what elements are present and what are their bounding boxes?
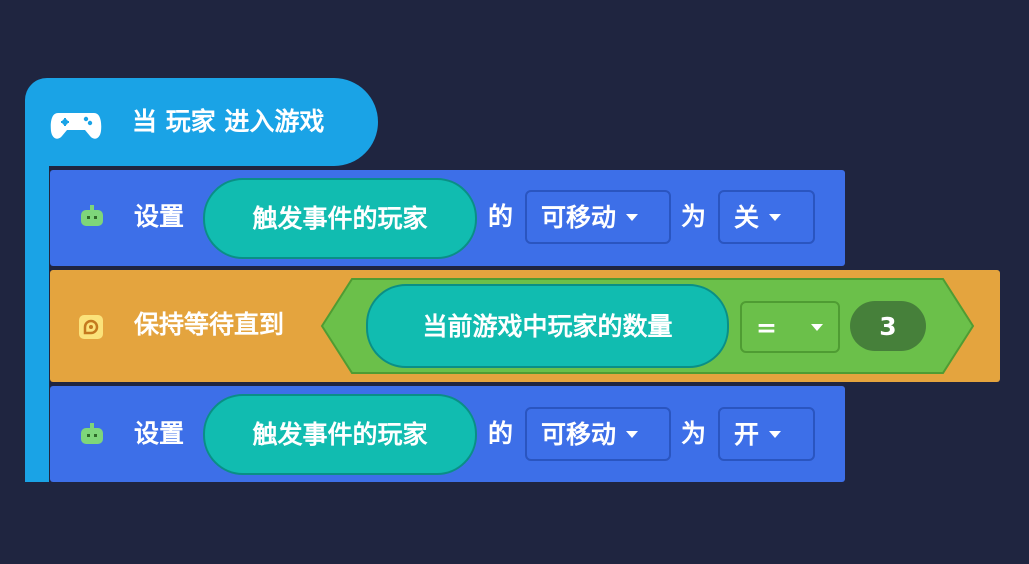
property-value: 可移动	[541, 202, 617, 232]
reporter-label: 触发事件的玩家	[252, 420, 428, 449]
number-input[interactable]: 3	[850, 301, 926, 351]
reporter-label: 当前游戏中玩家的数量	[422, 311, 673, 341]
robot-icon	[81, 205, 103, 226]
to-label: 为	[681, 202, 707, 231]
reporter-trigger-player[interactable]: 触发事件的玩家	[203, 394, 477, 475]
chevron-down-icon	[810, 323, 823, 331]
property-dropdown[interactable]: 可移动	[525, 190, 671, 244]
of-label: 的	[488, 202, 514, 231]
property-dropdown[interactable]: 可移动	[525, 407, 671, 461]
robot-icon	[81, 423, 103, 444]
number-value: 3	[879, 311, 897, 341]
gamepad-icon	[50, 113, 102, 139]
chevron-down-icon	[626, 430, 639, 438]
event-block-spine	[25, 150, 49, 482]
reporter-label: 触发事件的玩家	[252, 204, 428, 233]
to-label: 为	[681, 419, 707, 448]
set-label: 设置	[134, 202, 185, 231]
reporter-player-count[interactable]: 当前游戏中玩家的数量	[366, 284, 729, 368]
value-text: 开	[734, 419, 760, 449]
operator-dropdown[interactable]: =	[740, 301, 840, 353]
value-text: 关	[734, 202, 760, 232]
chevron-down-icon	[626, 213, 639, 221]
operator-value: =	[756, 312, 777, 342]
set-label: 设置	[134, 419, 185, 448]
wait-icon	[79, 315, 103, 339]
value-dropdown[interactable]: 开	[718, 407, 815, 461]
value-dropdown[interactable]: 关	[718, 190, 815, 244]
of-label: 的	[488, 419, 514, 448]
wait-label: 保持等待直到	[134, 310, 285, 339]
event-label: 当 玩家 进入游戏	[132, 107, 325, 136]
property-value: 可移动	[541, 419, 617, 449]
reporter-trigger-player[interactable]: 触发事件的玩家	[203, 178, 477, 259]
chevron-down-icon	[769, 213, 782, 221]
chevron-down-icon	[769, 430, 782, 438]
